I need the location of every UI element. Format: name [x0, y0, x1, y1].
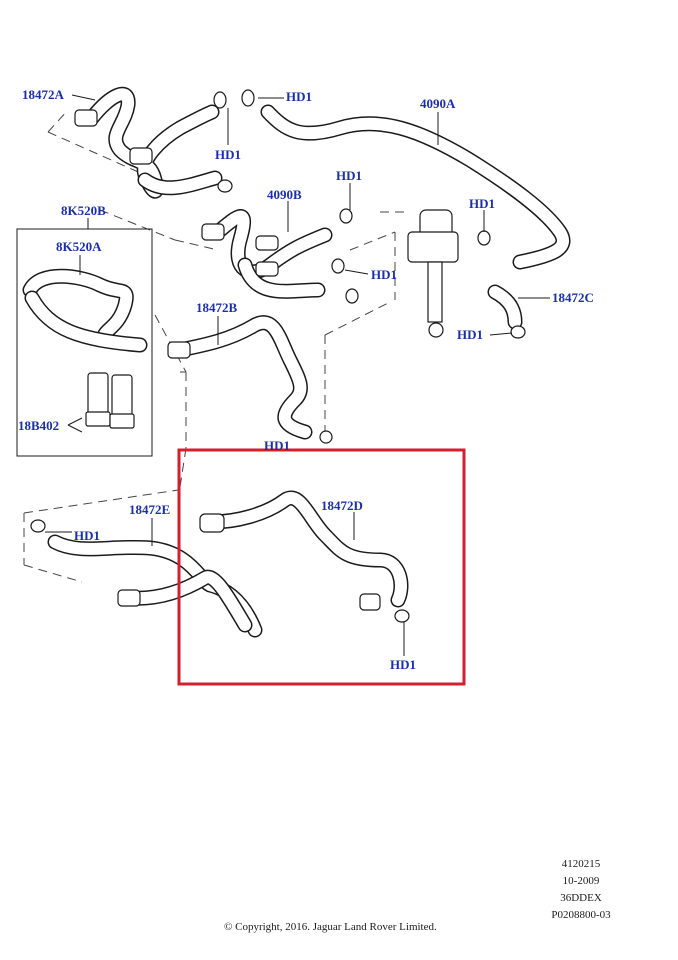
callout-hd1: HD1 [215, 147, 241, 162]
callout-18472a: 18472A [22, 87, 65, 102]
callout-hd1: HD1 [74, 528, 100, 543]
8k520b-frame [16, 228, 153, 457]
hose-4090a [260, 104, 571, 270]
copyright-notice: © Copyright, 2016. Jaguar Land Rover Lim… [224, 921, 437, 933]
callout-8k520a: 8K520A [56, 239, 102, 254]
callout-8k520b: 8K520B [61, 203, 106, 218]
callout-4090b: 4090B [267, 187, 302, 202]
callout-hd1: HD1 [286, 89, 312, 104]
reference-part: P0208800-03 [551, 909, 611, 921]
reference-block: 4120215 10-2009 36DDEX P0208800-03 [544, 856, 618, 924]
clamp-icon [331, 258, 345, 274]
highlight-box [177, 448, 466, 686]
valve-assembly [407, 209, 459, 338]
clamp-icon [345, 288, 359, 304]
clamp-icon [394, 609, 410, 623]
callout-18472b: 18472B [196, 300, 238, 315]
callout-18472e: 18472E [129, 502, 170, 517]
hose-18472a [74, 86, 233, 199]
callout-hd1: HD1 [457, 327, 483, 342]
hose-4090b [201, 209, 333, 299]
clamp-icon [510, 325, 526, 339]
clamp-icon [339, 208, 353, 224]
reference-date: 10-2009 [562, 875, 600, 887]
hose-18472b [167, 315, 333, 444]
reference-code: 36DDEX [560, 892, 602, 904]
callout-18b402: 18B402 [18, 418, 59, 433]
hose-18472e [47, 534, 263, 638]
callout-hd1: HD1 [371, 267, 397, 282]
hose-18472d [199, 490, 409, 611]
callout-hd1: HD1 [469, 196, 495, 211]
clamp-icon [30, 519, 46, 533]
reference-number: 4120215 [561, 858, 601, 870]
callout-4090a: 4090A [420, 96, 456, 111]
reservoir-pipes-8k520a [22, 268, 148, 429]
clamp-icon [477, 230, 491, 246]
callout-18472c: 18472C [552, 290, 594, 305]
clamp-icon [241, 89, 255, 107]
callout-hd1: HD1 [390, 657, 416, 672]
hose-18472c [487, 284, 523, 330]
callout-18472d: 18472D [321, 498, 363, 513]
clamp-icon [213, 91, 227, 109]
callout-hd1: HD1 [336, 168, 362, 183]
callout-hd1: HD1 [264, 438, 290, 453]
